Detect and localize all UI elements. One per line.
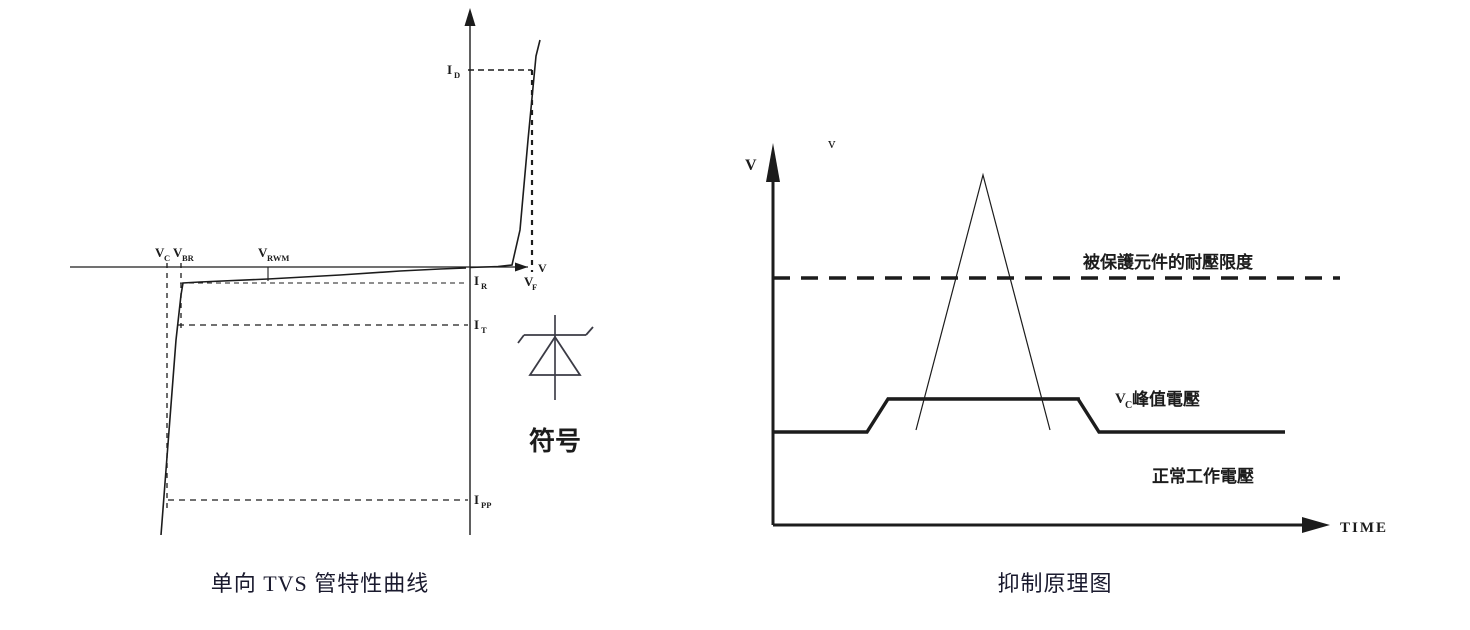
- clamp-voltage-var: V: [1115, 391, 1126, 407]
- tvs-iv-characteristic-chart: V V C V BR V RWM V F I: [70, 8, 594, 536]
- scan-artifact-mark: v: [828, 136, 836, 152]
- label-vbr-var: V: [173, 245, 183, 260]
- label-it-sub: T: [481, 325, 487, 335]
- label-vrwm-sub: RWM: [267, 253, 289, 263]
- suppression-principle-figure: v V TIME 被保護元件的耐壓限度 V C 峰值電壓 正常工作電壓: [640, 0, 1470, 630]
- label-id-var: I: [447, 62, 453, 77]
- iv-curve-reverse-branch: [160, 267, 467, 536]
- tvs-diode-symbol-icon: [517, 315, 594, 400]
- clamp-voltage-label: V C 峰值電壓: [1115, 389, 1200, 411]
- clamp-voltage-text: 峰值電壓: [1132, 389, 1200, 410]
- label-ipp-sub: PP: [481, 500, 491, 510]
- normal-voltage-label: 正常工作電壓: [1152, 466, 1254, 487]
- x-axis-group: [70, 262, 528, 272]
- label-id: I D: [447, 62, 460, 80]
- y-axis-group: [766, 143, 780, 525]
- iv-curve-forward-branch: [469, 39, 541, 269]
- label-vc: V C: [155, 245, 170, 263]
- label-ir: I R: [474, 273, 488, 291]
- x-axis-label: TIME: [1340, 520, 1388, 536]
- diode-symbol-triangle: [528, 335, 582, 376]
- label-vbr: V BR: [173, 245, 195, 263]
- unclamped-surge-waveform: [915, 172, 1051, 431]
- label-it: I T: [474, 317, 487, 335]
- right-figure-caption: 抑制原理图: [997, 571, 1113, 596]
- label-vf-sub: F: [532, 282, 537, 292]
- label-ir-sub: R: [481, 281, 488, 291]
- diode-symbol-caption: 符号: [529, 426, 581, 457]
- guide-lines-group: [166, 69, 534, 512]
- y-axis-label: V: [745, 157, 757, 174]
- x-axis-arrowhead: [1302, 517, 1330, 533]
- label-id-sub: D: [454, 70, 460, 80]
- clamped-output-waveform: [773, 397, 1285, 434]
- x-axis-arrowhead: [515, 262, 528, 272]
- label-ir-var: I: [474, 273, 480, 288]
- label-ipp: I PP: [474, 492, 491, 510]
- iv-curve-group: [160, 39, 541, 536]
- diode-symbol-hook-right: [585, 326, 594, 336]
- label-vf: V F: [524, 274, 537, 292]
- label-vrwm-var: V: [258, 245, 268, 260]
- label-vc-sub: C: [164, 253, 170, 263]
- label-vc-var: V: [155, 245, 165, 260]
- x-axis-group: [773, 517, 1330, 533]
- label-vf-var: V: [524, 274, 534, 289]
- label-vrwm: V RWM: [258, 245, 289, 263]
- clamp-voltage-sub: C: [1125, 400, 1132, 411]
- suppression-principle-chart: v V TIME 被保護元件的耐壓限度 V C 峰值電壓 正常工作電壓: [745, 136, 1388, 536]
- label-it-var: I: [474, 317, 480, 332]
- tvs-iv-characteristic-figure: V V C V BR V RWM V F I: [0, 0, 640, 630]
- withstand-limit-label: 被保護元件的耐壓限度: [1083, 252, 1254, 273]
- label-ipp-var: I: [474, 492, 480, 507]
- y-axis-group: [464, 8, 476, 535]
- diode-symbol-hook-left: [517, 334, 525, 344]
- left-figure-caption: 单向 TVS 管特性曲线: [210, 571, 430, 596]
- label-vbr-sub: BR: [182, 253, 195, 263]
- y-axis-arrowhead: [766, 143, 780, 182]
- y-axis-arrowhead: [464, 8, 476, 26]
- x-axis-label: V: [538, 261, 547, 275]
